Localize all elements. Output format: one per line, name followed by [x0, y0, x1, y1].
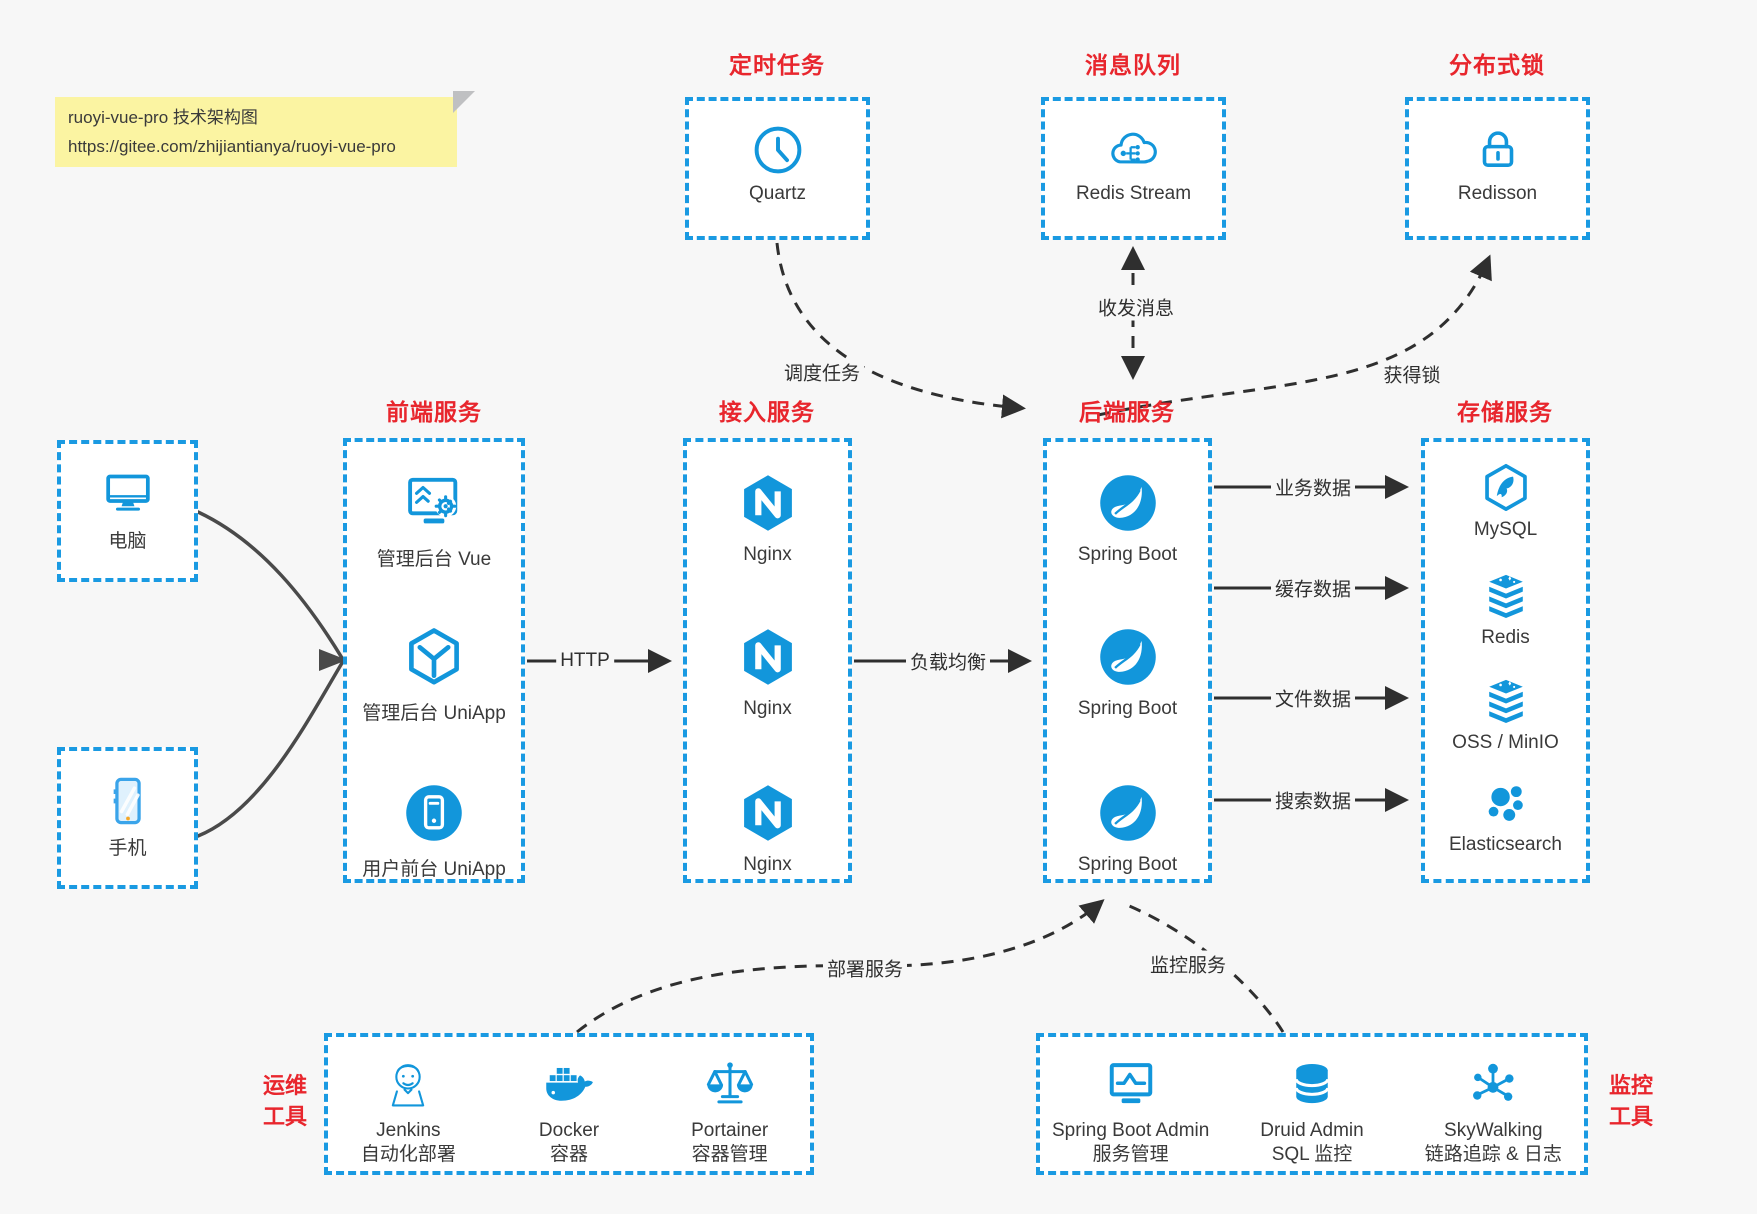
- distributed-lock-box: Redisson: [1405, 97, 1590, 240]
- tool-desc: 服务管理: [1092, 1144, 1169, 1165]
- clock-icon: [689, 123, 866, 177]
- group-title-backend: 后端服务: [1079, 399, 1175, 425]
- edge-label-send-receive-msg: 收发消息: [1093, 293, 1179, 321]
- nginx-label: Nginx: [743, 854, 792, 875]
- phone-icon: [61, 773, 194, 829]
- edge-label-http: HTTP: [556, 650, 614, 672]
- ops-item-jenkins: Jenkins 自动化部署: [328, 1037, 489, 1171]
- gateway-box: Nginx Nginx Nginx: [683, 438, 852, 883]
- note-title: ruoyi-vue-pro 技术架构图: [68, 108, 258, 127]
- tool-desc: 自动化部署: [360, 1144, 456, 1165]
- edge-label-schedule-task: 调度任务: [779, 358, 865, 386]
- pc-label: 电脑: [108, 531, 147, 552]
- storage-box: MySQL Redis OSS / MinIO Elasticsearch: [1421, 438, 1590, 883]
- group-title-distributed-lock: 分布式锁: [1449, 52, 1545, 78]
- ops-tools-box: Jenkins 自动化部署 Docker 容器 Portainer 容器管理: [324, 1033, 814, 1175]
- oss-minio-icon: [1425, 675, 1586, 727]
- monitoring-tools-box: Spring Boot Admin 服务管理 Druid Admin SQL 监…: [1036, 1033, 1588, 1175]
- monitor-item-druid: Druid Admin SQL 监控: [1221, 1037, 1402, 1171]
- tool-desc: SQL 监控: [1271, 1144, 1353, 1165]
- jenkins-icon: [328, 1057, 489, 1113]
- tool-name: SkyWalking: [1444, 1120, 1543, 1141]
- nginx-label: Nginx: [743, 698, 792, 719]
- scheduled-task-box: Quartz: [685, 97, 870, 240]
- lock-icon: [1409, 123, 1586, 177]
- tool-name: Druid Admin: [1260, 1120, 1364, 1141]
- spring-boot-icon: [1047, 782, 1208, 844]
- edge-label-cache-data: 缓存数据: [1270, 574, 1356, 602]
- edge-label-load-balance: 负载均衡: [905, 647, 991, 675]
- monitor-item-skywalking: SkyWalking 链路追踪 & 日志: [1403, 1037, 1584, 1171]
- redis-label: Redis: [1481, 627, 1530, 648]
- group-title-gateway: 接入服务: [719, 399, 815, 425]
- desktop-icon: [61, 466, 194, 522]
- mysql-icon: [1425, 462, 1586, 514]
- ops-tools-title: 运维 工具: [262, 1073, 308, 1129]
- edge-label-business-data: 业务数据: [1270, 473, 1356, 501]
- redis-stream-label: Redis Stream: [1075, 183, 1192, 204]
- portainer-icon: [649, 1057, 810, 1113]
- spring-boot-label: Spring Boot: [1077, 698, 1178, 719]
- group-title-frontend: 前端服务: [386, 399, 482, 425]
- group-title-message-queue: 消息队列: [1085, 52, 1181, 78]
- mobile-label: 手机: [108, 838, 147, 859]
- edge-label-search-data: 搜索数据: [1270, 786, 1356, 814]
- redisson-label: Redisson: [1457, 183, 1538, 204]
- quartz-label: Quartz: [748, 183, 807, 204]
- monitoring-tools-title: 监控 工具: [1608, 1073, 1654, 1129]
- edge-label-file-data: 文件数据: [1270, 684, 1356, 712]
- monitor-item-sba: Spring Boot Admin 服务管理: [1040, 1037, 1221, 1171]
- redis-icon: [1425, 570, 1586, 622]
- frontend-item-label: 用户前台 UniApp: [362, 859, 506, 880]
- ops-item-docker: Docker 容器: [489, 1037, 650, 1171]
- elasticsearch-label: Elasticsearch: [1449, 834, 1562, 855]
- nginx-icon: [687, 472, 848, 534]
- docker-icon: [489, 1057, 650, 1113]
- spring-boot-icon: [1047, 472, 1208, 534]
- spring-boot-admin-icon: [1040, 1057, 1221, 1113]
- group-title-storage: 存储服务: [1457, 399, 1553, 425]
- frontend-item-label: 管理后台 UniApp: [362, 703, 506, 724]
- cloud-queue-icon: [1045, 123, 1222, 177]
- tool-desc: 链路追踪 & 日志: [1424, 1144, 1562, 1165]
- tool-name: Docker: [538, 1120, 600, 1141]
- nginx-icon: [687, 782, 848, 844]
- pc-client-box: 电脑: [57, 440, 198, 582]
- ops-item-portainer: Portainer 容器管理: [649, 1037, 810, 1171]
- tool-name: Portainer: [691, 1120, 769, 1141]
- admin-vue-icon: [347, 472, 521, 534]
- backend-box: Spring Boot Spring Boot Spring Boot: [1043, 438, 1212, 883]
- user-mobile-icon: [347, 782, 521, 844]
- frontend-item-label: 管理后台 Vue: [376, 549, 492, 570]
- edge-label-monitor-service: 监控服务: [1145, 950, 1231, 978]
- message-queue-box: Redis Stream: [1041, 97, 1226, 240]
- nginx-label: Nginx: [743, 544, 792, 565]
- edge-acquire-lock-line: [1097, 254, 1492, 417]
- elasticsearch-icon: [1425, 777, 1586, 829]
- group-title-scheduled-task: 定时任务: [729, 52, 825, 78]
- frontend-box: 管理后台 Vue 管理后台 UniApp 用户前台 UniApp: [343, 438, 525, 883]
- tool-desc: 容器: [550, 1144, 589, 1165]
- skywalking-icon: [1403, 1057, 1584, 1113]
- spring-boot-icon: [1047, 626, 1208, 688]
- spring-boot-label: Spring Boot: [1077, 544, 1178, 565]
- edge-label-acquire-lock: 获得锁: [1379, 360, 1445, 388]
- spring-boot-label: Spring Boot: [1077, 854, 1178, 875]
- edge-label-deploy-service: 部署服务: [822, 954, 908, 982]
- note-fold-corner: [453, 91, 475, 113]
- sticky-note: ruoyi-vue-pro 技术架构图 https://gitee.com/zh…: [55, 91, 475, 167]
- edge-pc-to-frontend: [196, 510, 344, 660]
- oss-minio-label: OSS / MinIO: [1452, 732, 1559, 753]
- tool-name: Spring Boot Admin: [1051, 1120, 1210, 1141]
- tool-name: Jenkins: [376, 1120, 441, 1141]
- tool-desc: 容器管理: [691, 1144, 768, 1165]
- nginx-icon: [687, 626, 848, 688]
- mobile-client-box: 手机: [57, 747, 198, 889]
- druid-database-icon: [1221, 1057, 1402, 1113]
- edge-mobile-to-frontend: [196, 661, 344, 838]
- mysql-label: MySQL: [1473, 519, 1538, 540]
- note-url: https://gitee.com/zhijiantianya/ruoyi-vu…: [68, 137, 396, 156]
- uniapp-cube-icon: [347, 626, 521, 688]
